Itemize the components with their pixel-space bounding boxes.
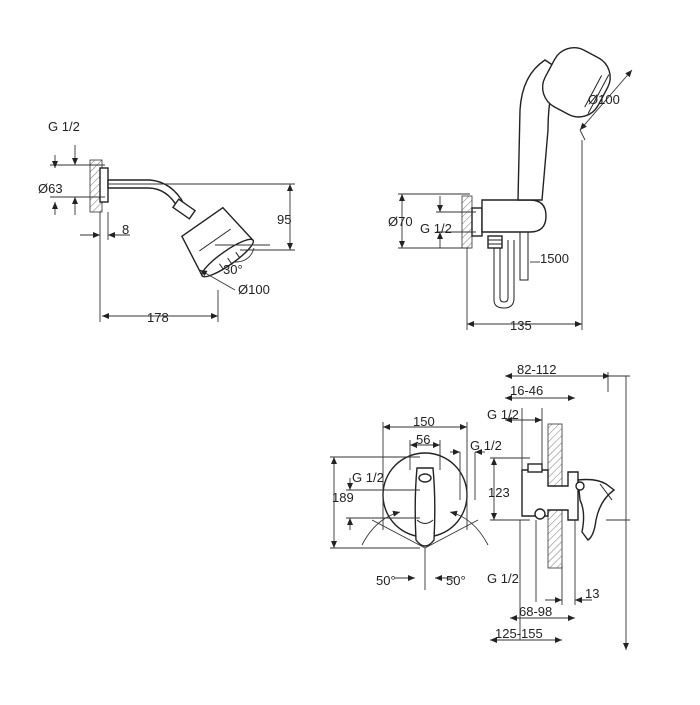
mixer-side-body — [521, 469, 579, 521]
mixer-side-install-range-label: 68-98 — [519, 604, 552, 619]
head-shower-flange-diameter-label: Ø63 — [38, 181, 63, 196]
mixer-side-drawing: 82-112 16-46 G 1/2 123 G 1/2 13 68-98 12… — [487, 362, 630, 650]
head-shower-angle-label: 30° — [223, 262, 243, 277]
hand-shower-outlet-diameter-label: Ø70 — [388, 214, 413, 229]
mixer-front-height-label: 189 — [332, 490, 354, 505]
mixer-side-thread-top-label: G 1/2 — [487, 407, 519, 422]
mixer-side-depth-range-label: 82-112 — [517, 362, 557, 377]
head-shower-thread-label: G 1/2 — [48, 119, 80, 134]
mixer-front-width-label: 150 — [413, 414, 435, 429]
hose-connector — [487, 235, 503, 249]
mixer-side-handle — [577, 478, 616, 541]
hand-shower-drawing: Ø100 Ø70 G 1/2 1500 135 — [388, 47, 633, 333]
mixer-front-handle — [414, 467, 436, 547]
hand-shower-hose — [493, 240, 515, 309]
head-shower-drop-label: 95 — [277, 212, 291, 227]
mixer-side-total-range-label: 125-155 — [495, 626, 543, 641]
mixer-front-angle-left-label: 50° — [376, 573, 396, 588]
mixer-front-handle-width-label: 56 — [416, 432, 430, 447]
hand-shower-wall — [461, 195, 473, 249]
hand-shower-hose-length-label: 1500 — [540, 251, 569, 266]
mixer-side-outlet — [534, 508, 546, 520]
mixer-front-thread-right-label: G 1/2 — [470, 438, 502, 453]
hand-shower-head-diameter-label: Ø100 — [588, 92, 620, 107]
head-shower-head — [181, 206, 255, 278]
hand-shower-thread-label: G 1/2 — [420, 221, 452, 236]
mixer-side-height-label: 123 — [488, 485, 510, 500]
mixer-side-thread-bottom-label: G 1/2 — [487, 571, 519, 586]
head-shower-flange-depth-label: 8 — [122, 222, 129, 237]
mixer-side-offset-label: 13 — [585, 586, 599, 601]
hand-shower-holder — [481, 199, 547, 233]
mixer-front-drawing: 150 56 G 1/2 189 G 1/2 50° 50° — [330, 414, 502, 590]
mixer-side-body-range-label: 16-46 — [510, 383, 543, 398]
head-shower-joint — [171, 198, 197, 220]
head-shower-drawing: G 1/2 Ø63 8 178 95 30° Ø100 — [38, 119, 295, 325]
mixer-front-thread-left-label: G 1/2 — [352, 470, 384, 485]
hand-shower-depth-label: 135 — [510, 318, 532, 333]
head-shower-head-diameter-label: Ø100 — [238, 282, 270, 297]
head-shower-projection-label: 178 — [147, 310, 169, 325]
mixer-front-angle-right-label: 50° — [446, 573, 466, 588]
